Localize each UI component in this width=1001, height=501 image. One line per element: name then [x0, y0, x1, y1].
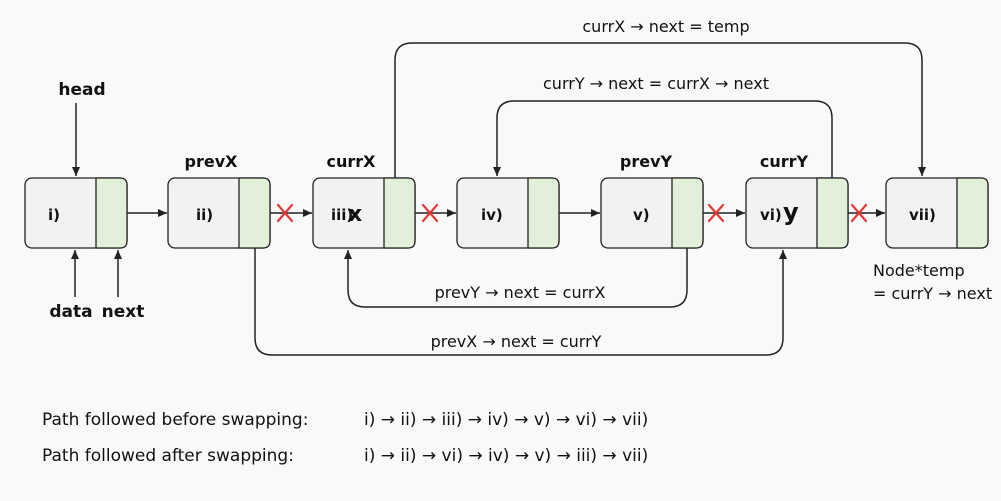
prevy-next-arrow	[344, 248, 688, 308]
next-label: next	[102, 302, 145, 322]
node-2-label: ii)	[196, 206, 213, 224]
prevy-next-assignment: prevY → next = currX	[435, 283, 606, 302]
cross-icon	[276, 203, 294, 223]
linked-list-swap-diagram: i) ii) iii) x iv) v) vi) y vii)	[24, 17, 992, 356]
curry-next-arrow	[493, 100, 833, 178]
node-1-label: i)	[48, 206, 60, 224]
node-3-big-letter: x	[348, 202, 362, 227]
node-7-label: vii)	[909, 206, 936, 224]
node-7: vii)	[885, 177, 989, 249]
temp-declaration-line1: Node*temp	[873, 261, 965, 280]
node-3: iii) x	[312, 177, 416, 249]
temp-declaration-line2: = currY → next	[873, 284, 992, 303]
node-6: vi) y	[745, 177, 849, 249]
currx-label: currX	[327, 152, 377, 171]
path-before-row: Path followed before swapping: i) → ii) …	[42, 410, 648, 430]
path-after-sequence: i) → ii) → vi) → iv) → v) → iii) → vii)	[364, 446, 649, 466]
curry-label: currY	[760, 152, 809, 171]
node-3-label: iii)	[331, 206, 353, 224]
path-after-row: Path followed after swapping: i) → ii) →…	[42, 446, 648, 466]
node-6-label: vi)	[760, 206, 782, 224]
node-1: i)	[24, 177, 128, 249]
prevx-next-assignment: prevX → next = currY	[431, 332, 602, 351]
cross-icon	[707, 203, 725, 223]
curry-next-assignment: currY → next = currX → next	[543, 74, 769, 93]
cross-icon	[421, 203, 439, 223]
node-4: iv)	[456, 177, 560, 249]
currx-next-arrow	[394, 42, 926, 178]
path-before-label: Path followed before swapping:	[42, 410, 309, 430]
path-after-label: Path followed after swapping:	[42, 446, 294, 466]
node-6-big-letter: y	[783, 198, 799, 226]
node-5-label: v)	[633, 206, 650, 224]
prevx-next-arrow	[254, 248, 787, 356]
prevy-label: prevY	[620, 152, 673, 171]
path-before-sequence: i) → ii) → iii) → iv) → v) → vi) → vii)	[364, 410, 649, 430]
currx-next-assignment: currX → next = temp	[582, 17, 749, 36]
data-label: data	[49, 302, 92, 322]
node-5: v)	[600, 177, 704, 249]
node-4-label: iv)	[481, 206, 503, 224]
head-label: head	[58, 80, 105, 100]
node-2: ii)	[167, 177, 271, 249]
cross-icon	[850, 203, 868, 223]
prevx-label: prevX	[185, 152, 239, 171]
